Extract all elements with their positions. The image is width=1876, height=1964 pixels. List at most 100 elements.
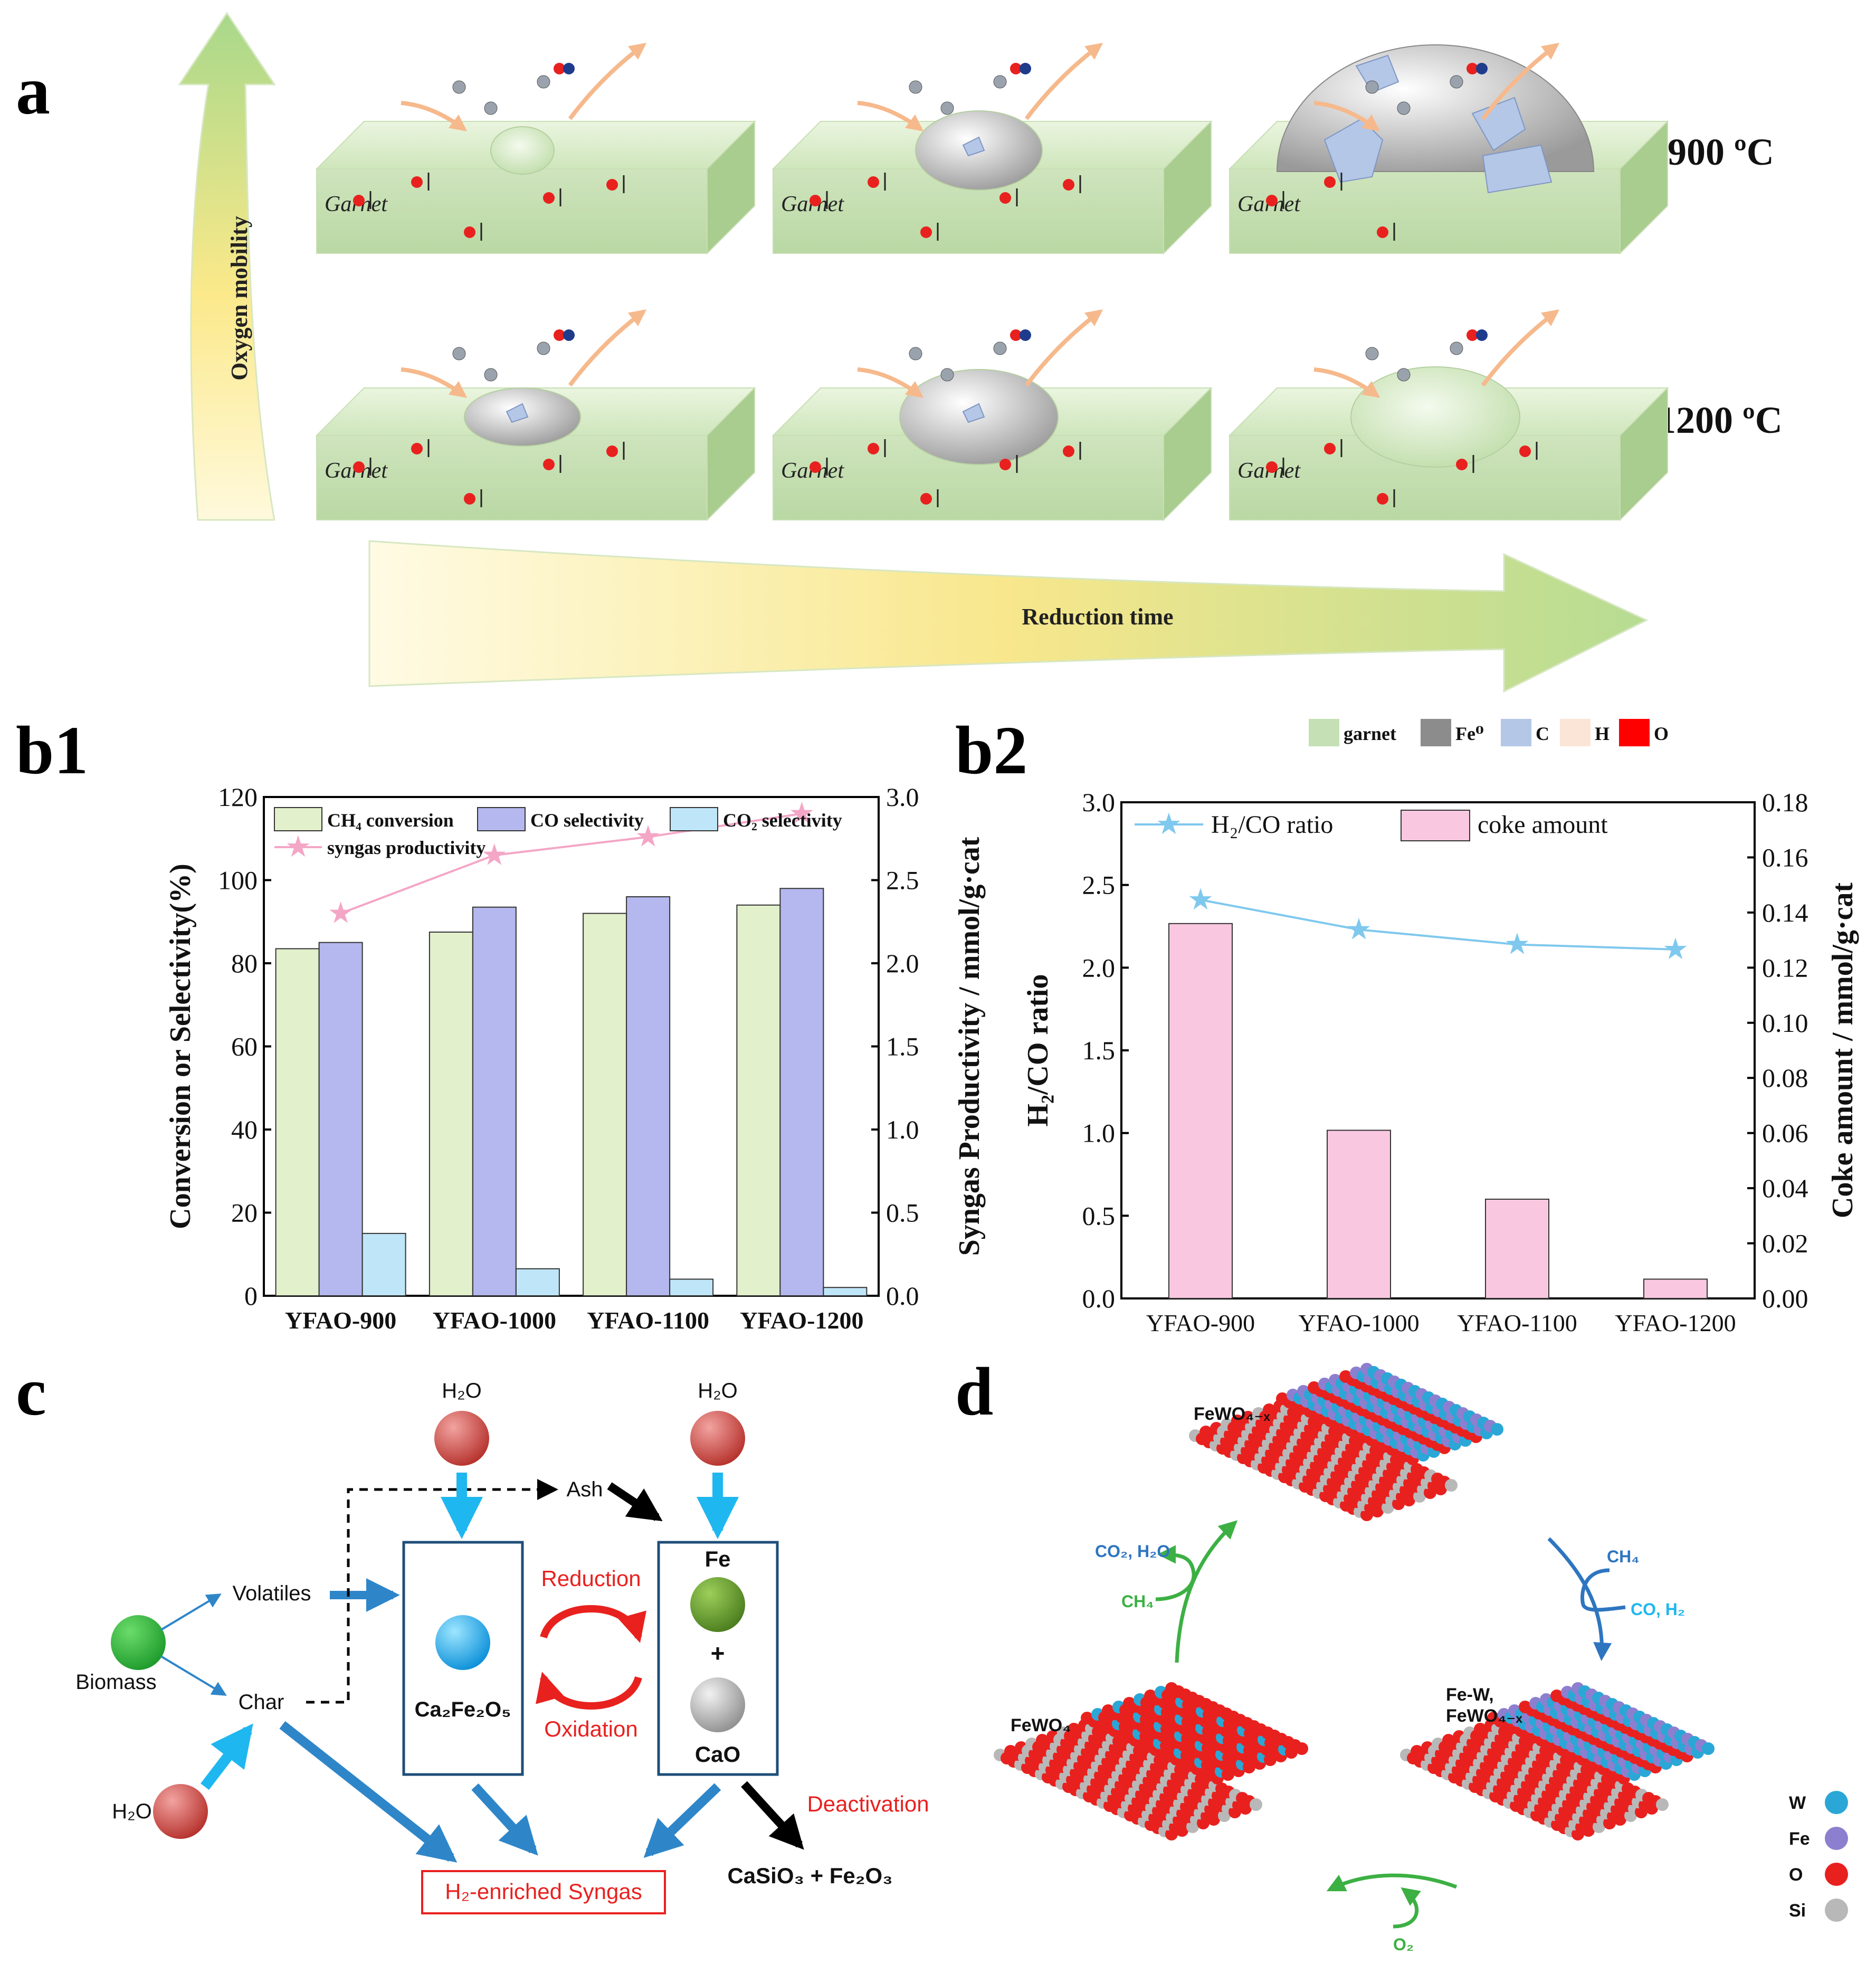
legend-label-coke: coke amount	[1478, 811, 1608, 839]
methane-molecule	[1365, 80, 1379, 94]
bar-2-3	[823, 1287, 868, 1296]
h2o-label-1: H₂O	[442, 1379, 482, 1402]
oxygen-atom	[1519, 445, 1531, 457]
methane-molecule	[940, 101, 954, 115]
y-right-tick-label: 0.0	[886, 1281, 919, 1311]
cao-label: CaO	[695, 1742, 740, 1767]
legend-label-syngas: syngas productivity	[327, 837, 485, 858]
deactivation-label: Deactivation	[807, 1791, 929, 1816]
line-point-0: ★	[1187, 883, 1214, 917]
y-tick-label: 3.0	[1082, 788, 1116, 817]
y-tick-label: 80	[231, 948, 258, 978]
methane-molecule	[537, 75, 550, 89]
panel-d: FeWO₄₋ₓ FeWO₄ Fe-W, FeWO₄₋ₓ CH₄ CO, H₂ C…	[994, 1363, 1848, 1954]
ash-label: Ash	[567, 1478, 603, 1501]
legend-atom-si	[1825, 1899, 1848, 1922]
x-tick-label: YFAO-1200	[740, 1307, 863, 1334]
x-tick-label: YFAO-900	[1146, 1310, 1255, 1336]
biomass-to-volatiles-arrow	[160, 1593, 222, 1631]
fewo4-left-label: FeWO₄	[1011, 1715, 1071, 1735]
ca2fe2o5-label: Ca₂Fe₂O₅	[415, 1698, 511, 1721]
syngas-out-arrow	[568, 43, 647, 120]
legend-label-0: garnet	[1344, 723, 1396, 744]
y-tick-label: 2.5	[1082, 870, 1116, 900]
atom-slab	[1276, 1363, 1503, 1465]
oxygen-atom	[606, 445, 618, 457]
panel-letter-b1: b1	[16, 713, 88, 789]
line-series	[1200, 898, 1676, 951]
x-tick-label: YFAO-1000	[1298, 1310, 1419, 1336]
oxygen-atom	[543, 459, 555, 470]
h2o-label-2: H₂O	[698, 1379, 738, 1402]
legend-swatch-1	[1421, 719, 1451, 746]
panel-letter-d: d	[955, 1354, 993, 1430]
bar-2-2	[669, 1278, 714, 1296]
ch4-in-arrow	[401, 367, 468, 398]
legend-swatch-coke	[1401, 810, 1470, 841]
y-right-tick-label: 1.5	[886, 1032, 919, 1061]
legend-label-fe: Fe	[1789, 1829, 1810, 1849]
oxygen-atom	[411, 176, 423, 188]
methane-molecule	[1397, 101, 1411, 115]
fe-label: Fe	[704, 1546, 730, 1571]
legend-label-2: CO₂ selectivity	[723, 810, 842, 831]
atom	[1702, 1742, 1715, 1755]
garnet-slab: Garnet	[1228, 43, 1669, 255]
carbon-deposit	[962, 403, 985, 423]
legend-label-h2co: H₂/CO ratio	[1211, 811, 1333, 839]
methane-molecule	[537, 341, 550, 355]
volatiles-label: Volatiles	[233, 1582, 311, 1605]
y-axis-label: Conversion or Selectivity(%)	[164, 864, 197, 1229]
line-series	[340, 812, 802, 915]
char-label: Char	[239, 1691, 284, 1714]
legend-swatch-4	[1619, 719, 1650, 746]
ch4-to-co2-h2o-arrow	[1175, 1520, 1238, 1663]
bar-0-0	[1168, 923, 1233, 1299]
bar-1-0	[318, 942, 363, 1296]
oxygen-atom	[353, 195, 365, 206]
syngas-out-arrow	[568, 309, 647, 387]
co-molecule	[554, 63, 565, 74]
carbon-deposit	[1471, 97, 1526, 151]
y-right-tick-label: 3.0	[886, 782, 919, 812]
co-molecule	[563, 63, 575, 74]
oxygen-atom	[411, 443, 423, 454]
chart-b1: 0204060801001200.00.51.01.52.02.53.0Conv…	[164, 782, 986, 1334]
y-tick-label: 1.5	[1082, 1036, 1116, 1065]
garnet-slab: Garnet	[315, 43, 756, 255]
bar-2-0	[361, 1232, 406, 1296]
biomass-label: Biomass	[75, 1671, 156, 1694]
y-tick-label: 40	[231, 1115, 258, 1144]
atom-slab	[1081, 1682, 1308, 1785]
legend-swatch-0	[274, 807, 322, 831]
legend-star-syngas: ★	[285, 830, 311, 864]
y-right-tick-label: 0.14	[1762, 898, 1808, 927]
ch4-to-co-h2-arrow	[1547, 1537, 1612, 1661]
garnet-slab: Garnet	[772, 309, 1213, 521]
oxygen-atom	[1456, 459, 1468, 470]
fe-particle	[1350, 366, 1520, 468]
fe-particle	[1276, 44, 1595, 172]
bar-0-3	[1643, 1278, 1708, 1299]
methane-molecule	[1397, 368, 1411, 382]
co-molecule	[1010, 63, 1022, 74]
y-right-tick-label: 0.00	[1762, 1284, 1808, 1313]
ch4-in-curve	[1580, 1568, 1626, 1612]
biomass-ball	[111, 1615, 166, 1670]
ca2fe2o5-to-syngas-arrow	[471, 1783, 538, 1856]
syngas-out-arrow	[1481, 309, 1560, 387]
methane-molecule	[484, 368, 498, 382]
oxygen-atom	[920, 226, 932, 238]
x-tick-label: YFAO-900	[285, 1307, 396, 1334]
deactivation-arrow	[741, 1781, 804, 1850]
y-right-tick-label: 0.12	[1762, 953, 1808, 982]
y-right-tick-label: 0.5	[886, 1198, 919, 1228]
y-right-tick-label: 0.16	[1762, 842, 1808, 872]
panel-letter-b2: b2	[955, 713, 1027, 789]
panel-letter-c: c	[16, 1354, 46, 1430]
y-tick-label: 20	[231, 1198, 258, 1228]
fe-w-label-1: Fe-W,	[1446, 1685, 1494, 1705]
line-point-2: ★	[635, 820, 661, 854]
